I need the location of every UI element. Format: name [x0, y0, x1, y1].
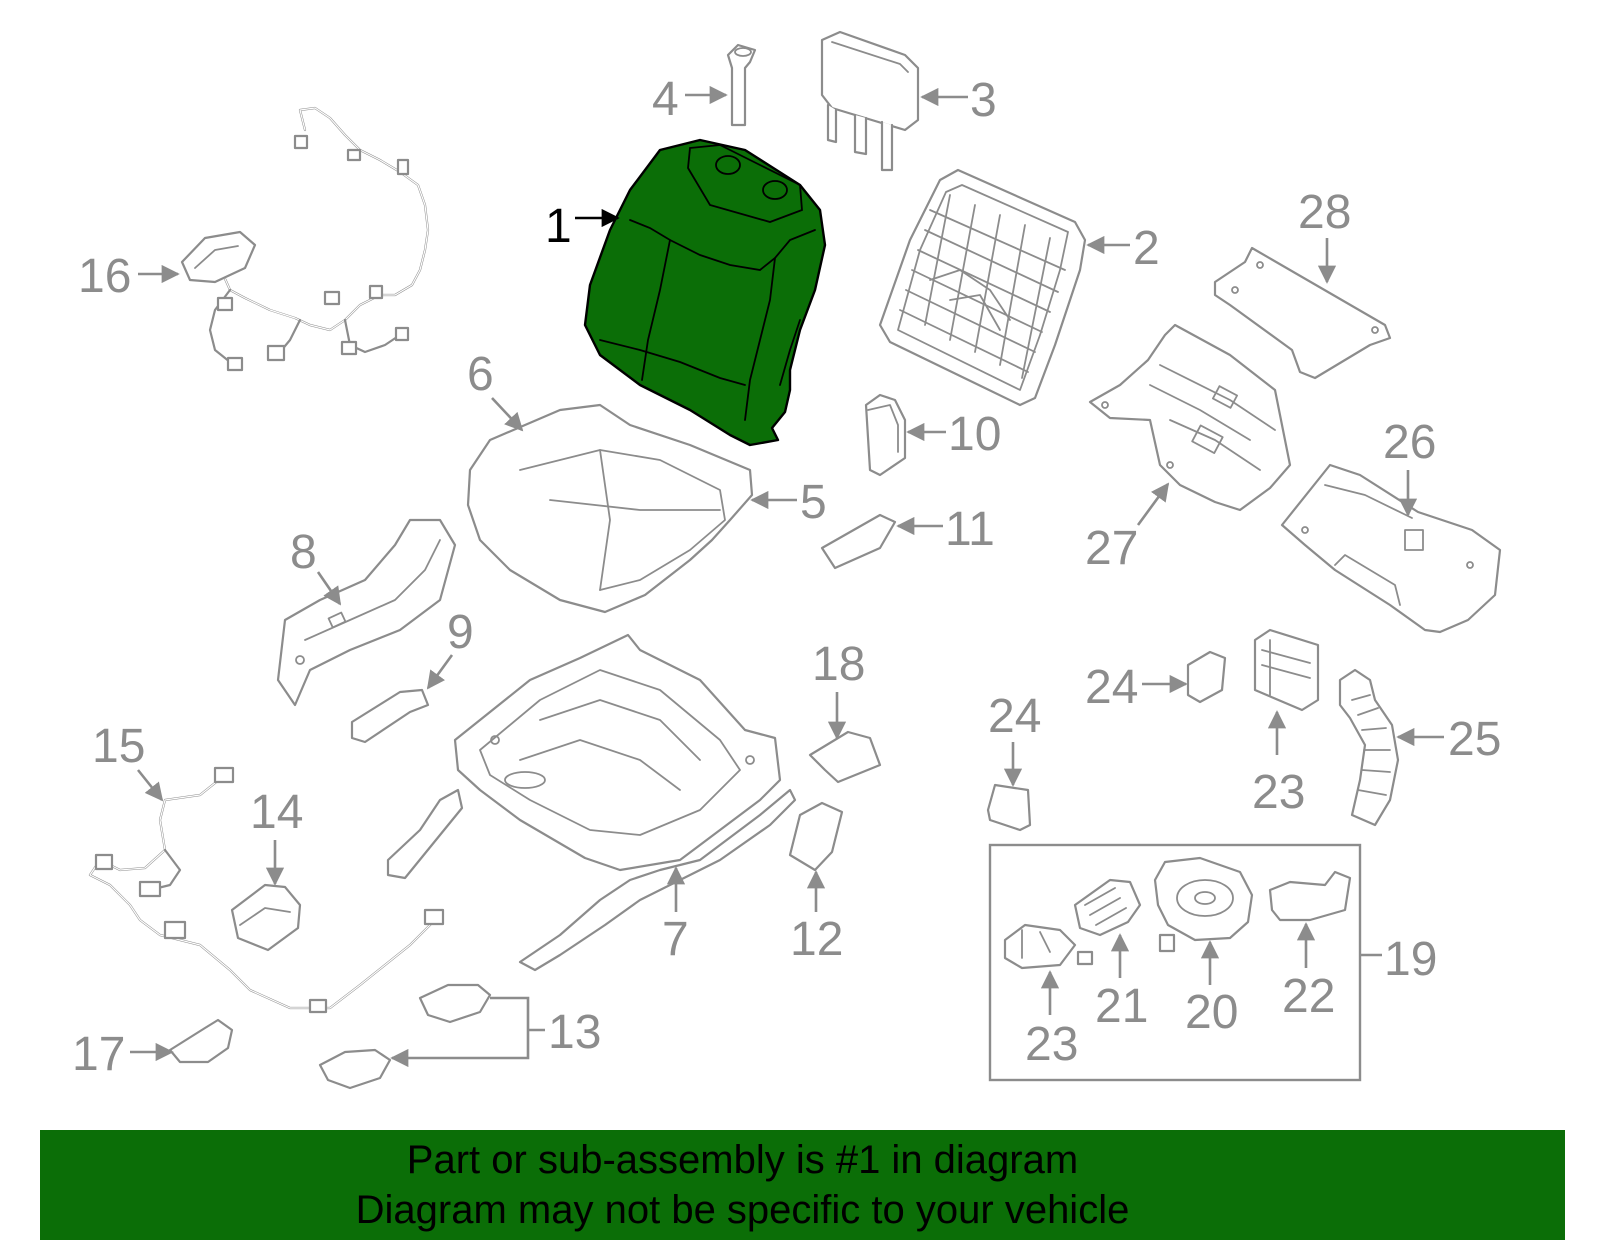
part-16-wire-harness [180, 106, 430, 372]
callout-label-24-upper: 24 [1085, 661, 1138, 714]
part-6-seat-cushion-pad [466, 403, 754, 614]
callout-label-5: 5 [800, 476, 827, 529]
part-17-bracket [168, 1018, 234, 1064]
callout-label-23-kit: 23 [1025, 1018, 1078, 1071]
callout-label-16: 16 [78, 250, 131, 303]
part-8-side-cover [276, 518, 457, 707]
callout-label-3: 3 [970, 74, 997, 127]
part-4-headrest-guide [726, 43, 757, 127]
part-23-module-kit [1003, 923, 1094, 970]
part-15-wire-harness [88, 766, 445, 1014]
callout-label-12: 12 [790, 913, 843, 966]
part-22-duct [1268, 870, 1352, 922]
part-28-cover-plate [1213, 246, 1392, 380]
callout-label-9: 9 [447, 606, 474, 659]
callout-label-6: 6 [467, 348, 494, 401]
callout-label-14: 14 [250, 786, 303, 839]
part-12-cover [788, 801, 844, 872]
part-25-duct-hose [1338, 668, 1400, 827]
callout-label-21: 21 [1095, 980, 1148, 1033]
callout-label-13: 13 [548, 1006, 601, 1059]
callout-label-1: 1 [545, 200, 572, 253]
callout-label-19: 19 [1384, 933, 1437, 986]
part-18-clip [808, 730, 882, 784]
callout-label-8: 8 [290, 526, 317, 579]
part-2-seat-back-frame [878, 168, 1087, 407]
callout-label-10: 10 [948, 408, 1001, 461]
part-27-bracket-assembly [1088, 323, 1292, 512]
part-26-lower-bracket [1280, 463, 1502, 634]
callout-label-2: 2 [1133, 222, 1160, 275]
part-11-trim-piece [820, 513, 897, 570]
callout-label-25: 25 [1448, 713, 1501, 766]
callout-label-4: 4 [652, 73, 679, 126]
part-10-trim-cap [864, 393, 907, 477]
callout-label-28: 28 [1298, 186, 1351, 239]
parts-diagram: 16 4 3 1 2 [72, 30, 1502, 1090]
callout-label-22: 22 [1282, 970, 1335, 1023]
callout-label-24-lower: 24 [988, 690, 1041, 743]
part-21-duct-connector [1073, 878, 1142, 937]
footer-line-2: Diagram may not be specific to your vehi… [355, 1188, 1130, 1232]
callout-label-23-upper: 23 [1252, 766, 1305, 819]
footer-line-1: Part or sub-assembly is #1 in diagram [406, 1138, 1079, 1182]
footer-banner: Part or sub-assembly is #1 in diagram Di… [40, 1130, 1565, 1240]
callout-label-7: 7 [662, 913, 689, 966]
part-1-seat-back-pad [583, 138, 827, 447]
callout-label-18: 18 [812, 638, 865, 691]
part-13-switch-set [318, 983, 545, 1090]
callout-label-20: 20 [1185, 986, 1238, 1039]
part-7-seat-frame [386, 633, 797, 972]
part-23-module-upper [1253, 628, 1320, 712]
part-3-headrest [820, 30, 920, 172]
part-20-blower-fan [1153, 856, 1254, 953]
part-9-switch [350, 688, 430, 744]
part-24-clip-upper [1186, 650, 1227, 704]
part-24-clip-lower [986, 783, 1032, 832]
part-14-control-module [230, 883, 302, 952]
callout-label-11: 11 [945, 503, 995, 556]
callout-label-26: 26 [1383, 416, 1436, 469]
callout-label-15: 15 [92, 720, 145, 773]
part-19-kit-box [988, 843, 1362, 1082]
callout-label-17: 17 [72, 1028, 125, 1081]
callout-label-27: 27 [1085, 522, 1138, 575]
